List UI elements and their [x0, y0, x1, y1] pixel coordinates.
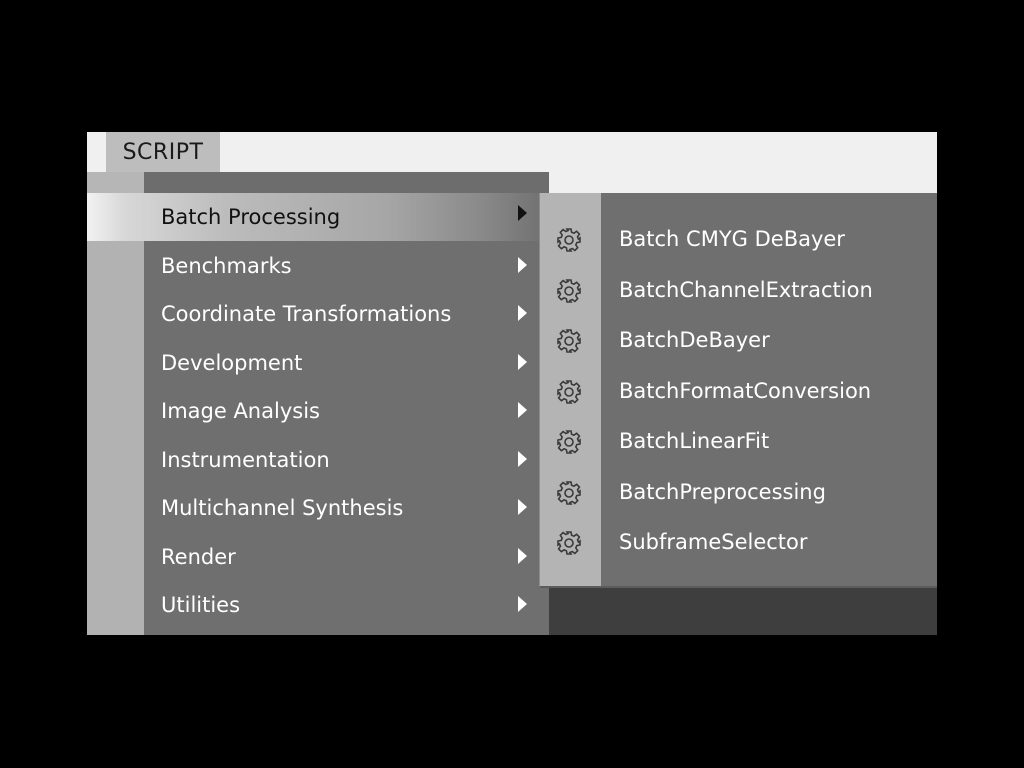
gear-icon — [555, 529, 583, 557]
menu-item-label: Image Analysis — [161, 399, 320, 423]
menu-item-multichannel-synthesis[interactable]: Multichannel Synthesis — [87, 484, 549, 532]
menu-item-label: Batch Processing — [161, 205, 341, 229]
gear-icon — [555, 277, 583, 305]
menu-item-label: Multichannel Synthesis — [161, 496, 404, 520]
submenu-body — [601, 193, 937, 588]
submenu-frame — [539, 193, 937, 588]
menu-item-label: Instrumentation — [161, 448, 330, 472]
menu-item-label: Coordinate Transformations — [161, 302, 452, 326]
menu-item-label: Benchmarks — [161, 254, 292, 278]
submenu-item-label: Batch CMYG DeBayer — [619, 227, 845, 251]
gear-icon — [555, 378, 583, 406]
menu-item-development[interactable]: Development — [87, 339, 549, 387]
menu-bar: SCRIPT — [87, 132, 937, 172]
gear-icon — [555, 479, 583, 507]
submenu-item-label: BatchFormatConversion — [619, 379, 872, 403]
submenu-item-label: BatchChannelExtraction — [619, 278, 873, 302]
submenu-item-batch-cmyg-debayer[interactable]: Batch CMYG DeBayer — [539, 214, 937, 265]
submenu-item-batch-debayer[interactable]: BatchDeBayer — [539, 315, 937, 366]
menu-item-label: Utilities — [161, 593, 241, 617]
menu-top-edge — [144, 172, 549, 194]
submenu-item-subframe-selector[interactable]: SubframeSelector — [539, 517, 937, 568]
menu-item-utilities[interactable]: Utilities — [87, 581, 549, 629]
menu-item-label: Development — [161, 351, 303, 375]
submenu-arrow-icon — [518, 548, 527, 564]
submenu-item-label: BatchPreprocessing — [619, 480, 826, 504]
workspace-background — [549, 588, 937, 635]
submenu-arrow-icon — [518, 354, 527, 370]
menu-item-label: Render — [161, 545, 236, 569]
submenu-item-batch-channel-extraction[interactable]: BatchChannelExtraction — [539, 265, 937, 316]
submenu-item-label: BatchDeBayer — [619, 328, 770, 352]
submenu-arrow-icon — [518, 205, 527, 221]
menu-item-benchmarks[interactable]: Benchmarks — [87, 242, 549, 290]
menu-body — [144, 193, 549, 635]
application-window: SCRIPT Batch Processing Benchmarks Coord… — [87, 132, 937, 635]
submenu-icon-gutter — [539, 193, 601, 588]
submenu-item-batch-preprocessing[interactable]: BatchPreprocessing — [539, 467, 937, 518]
menu-item-coordinate-transformations[interactable]: Coordinate Transformations — [87, 290, 549, 338]
gear-icon — [555, 327, 583, 355]
submenu-item-label: BatchLinearFit — [619, 429, 770, 453]
menu-item-render[interactable]: Render — [87, 533, 549, 581]
menu-icon-gutter — [87, 193, 144, 635]
menu-item-batch-processing[interactable]: Batch Processing — [87, 193, 549, 241]
submenu-arrow-icon — [518, 257, 527, 273]
window-background — [549, 172, 937, 194]
menu-script[interactable]: SCRIPT — [106, 132, 220, 172]
submenu-item-label: SubframeSelector — [619, 530, 808, 554]
submenu-arrow-icon — [518, 499, 527, 515]
submenu-item-batch-linear-fit[interactable]: BatchLinearFit — [539, 416, 937, 467]
submenu-arrow-icon — [518, 305, 527, 321]
batch-processing-submenu: Batch CMYG DeBayer BatchChannelExtractio… — [539, 193, 937, 588]
submenu-arrow-icon — [518, 596, 527, 612]
submenu-arrow-icon — [518, 402, 527, 418]
menu-item-image-analysis[interactable]: Image Analysis — [87, 387, 549, 435]
script-dropdown-menu: Batch Processing Benchmarks Coordinate T… — [87, 193, 549, 635]
submenu-arrow-icon — [518, 451, 527, 467]
menu-item-instrumentation[interactable]: Instrumentation — [87, 436, 549, 484]
submenu-item-batch-format-conversion[interactable]: BatchFormatConversion — [539, 366, 937, 417]
gear-icon — [555, 428, 583, 456]
gear-icon — [555, 226, 583, 254]
